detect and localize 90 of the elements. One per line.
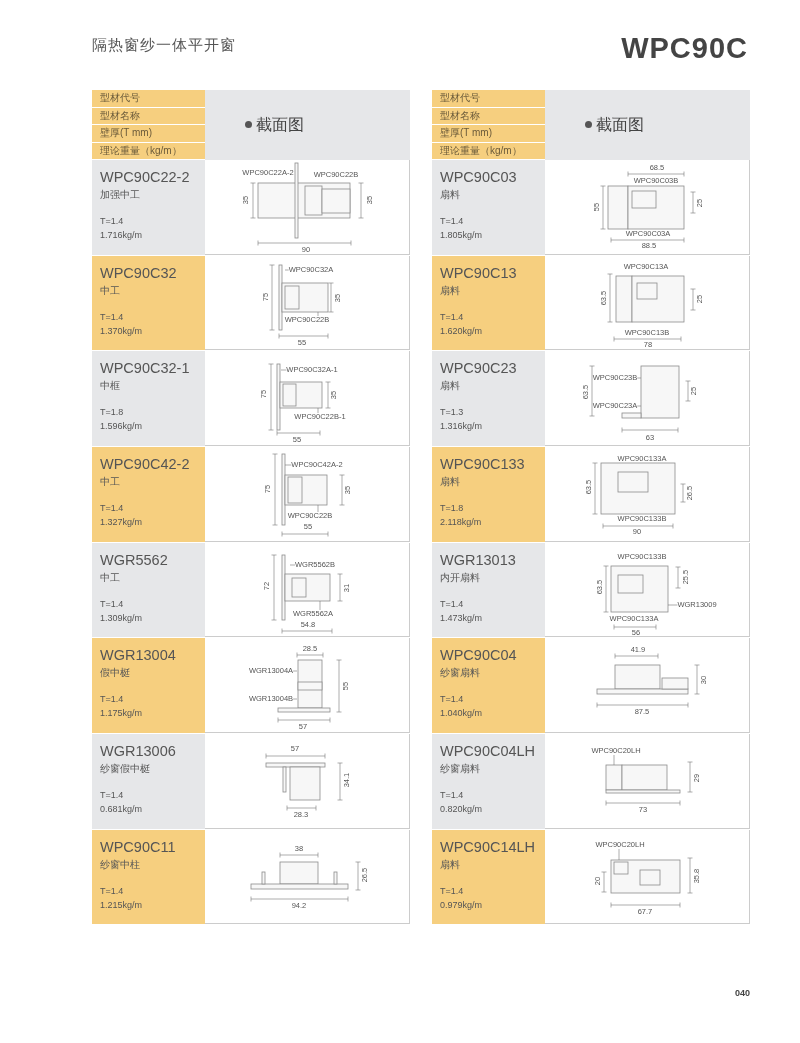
wall-thickness: T=1.4 xyxy=(100,886,124,896)
profile-code: WPC90C03 xyxy=(440,169,517,185)
unit-weight: 1.327kg/m xyxy=(100,517,143,527)
leader-line xyxy=(317,311,319,317)
page-number: 040 xyxy=(735,988,751,998)
profile-name: 纱窗扇料 xyxy=(440,762,480,776)
profile-name: 扇料 xyxy=(440,188,460,202)
profile-name: 扇料 xyxy=(440,284,460,298)
unit-weight: 0.979kg/m xyxy=(440,900,483,910)
profile-name: 纱窗扇料 xyxy=(440,666,480,680)
table-header-cell: 理论重量（kg/m） xyxy=(432,142,545,159)
profile-code: WPC90C22-2 xyxy=(100,169,190,185)
wall-thickness: T=1.4 xyxy=(100,599,124,609)
profile-code: WGR13006 xyxy=(100,743,176,759)
profile-name: 纱窗假中梃 xyxy=(100,762,150,776)
wall-thickness: T=1.4 xyxy=(440,599,464,609)
leader-line xyxy=(284,269,289,271)
unit-weight: 0.820kg/m xyxy=(440,804,483,814)
profile-name: 加强中工 xyxy=(100,188,140,202)
unit-weight: 1.620kg/m xyxy=(440,326,483,336)
table-header-cell: 型材代号 xyxy=(432,90,545,107)
leader-line xyxy=(667,604,678,606)
table-header-cell: 壁厚(T mm) xyxy=(432,125,545,142)
wall-thickness: T=1.4 xyxy=(440,216,464,226)
table-header-cell: 型材名称 xyxy=(92,107,205,124)
profile-code: WPC90C13 xyxy=(440,265,517,281)
leader-line xyxy=(292,670,298,672)
table-header-cell: 理论重量（kg/m） xyxy=(92,142,205,159)
table-header-cell: 型材代号 xyxy=(92,90,205,107)
table-header-cell: 型材名称 xyxy=(432,107,545,124)
series-heading: WPC90C xyxy=(621,32,748,65)
profile-name: 纱窗中柱 xyxy=(100,858,140,872)
unit-weight: 1.805kg/m xyxy=(440,230,483,240)
profile-name: 扇料 xyxy=(440,379,460,393)
page-title: 隔热窗纱一体平开窗 xyxy=(92,36,236,55)
column-header: 截面图 xyxy=(256,115,304,135)
unit-weight: 1.309kg/m xyxy=(100,613,143,623)
profile-code: WPC90C14LH xyxy=(440,839,536,855)
profile-code: WPC90C04 xyxy=(440,647,517,663)
leader-line xyxy=(319,600,321,611)
wall-thickness: T=1.8 xyxy=(440,503,464,513)
profile-name: 扇料 xyxy=(440,858,460,872)
unit-weight: 1.316kg/m xyxy=(440,421,483,431)
column-header: 截面图 xyxy=(596,115,644,135)
leader-line xyxy=(292,698,298,700)
profile-code: WGR5562 xyxy=(100,552,168,568)
profile-name: 中框 xyxy=(100,379,120,393)
leader-line xyxy=(618,848,620,861)
profile-code: WPC90C32-1 xyxy=(100,360,190,376)
profile-code: WPC90C42-2 xyxy=(100,456,190,472)
leader-line xyxy=(317,407,319,414)
leader-line xyxy=(613,754,615,766)
profile-name: 扇料 xyxy=(440,475,460,489)
unit-weight: 1.473kg/m xyxy=(440,613,483,623)
profile-name: 中工 xyxy=(100,284,120,298)
unit-weight: 1.215kg/m xyxy=(100,900,143,910)
wall-thickness: T=1.4 xyxy=(100,312,124,322)
unit-weight: 1.716kg/m xyxy=(100,230,143,240)
wall-thickness: T=1.4 xyxy=(100,790,124,800)
unit-weight: 2.118kg/m xyxy=(440,517,482,527)
profile-name: 内开扇料 xyxy=(440,571,480,585)
wall-thickness: T=1.4 xyxy=(440,694,464,704)
profile-name: 假中梃 xyxy=(100,666,130,680)
wall-thickness: T=1.4 xyxy=(100,503,124,513)
profile-name: 中工 xyxy=(100,571,120,585)
wall-thickness: T=1.8 xyxy=(100,407,124,417)
profile-code: WGR13004 xyxy=(100,647,176,663)
wall-thickness: T=1.4 xyxy=(100,694,124,704)
profile-code: WPC90C23 xyxy=(440,360,517,376)
unit-weight: 1.040kg/m xyxy=(440,708,483,718)
table-header-cell: 壁厚(T mm) xyxy=(92,125,205,142)
wall-thickness: T=1.3 xyxy=(440,407,464,417)
unit-weight: 1.596kg/m xyxy=(100,421,143,431)
profile-name: 中工 xyxy=(100,475,120,489)
unit-weight: 0.681kg/m xyxy=(100,804,143,814)
leader-line xyxy=(280,369,287,371)
profile-code: WPC90C04LH xyxy=(440,743,536,759)
leader-line xyxy=(284,464,292,466)
wall-thickness: T=1.4 xyxy=(100,216,124,226)
leader-line xyxy=(317,504,319,513)
profile-code: WPC90C11 xyxy=(100,839,176,855)
unit-weight: 1.175kg/m xyxy=(100,708,143,718)
wall-thickness: T=1.4 xyxy=(440,886,464,896)
unit-weight: 1.370kg/m xyxy=(100,326,143,336)
profile-code: WPC90C32 xyxy=(100,265,177,281)
wall-thickness: T=1.4 xyxy=(440,790,464,800)
wall-thickness: T=1.4 xyxy=(440,312,464,322)
profile-code: WPC90C133 xyxy=(440,456,525,472)
profile-code: WGR13013 xyxy=(440,552,516,568)
leader-line xyxy=(289,564,296,566)
